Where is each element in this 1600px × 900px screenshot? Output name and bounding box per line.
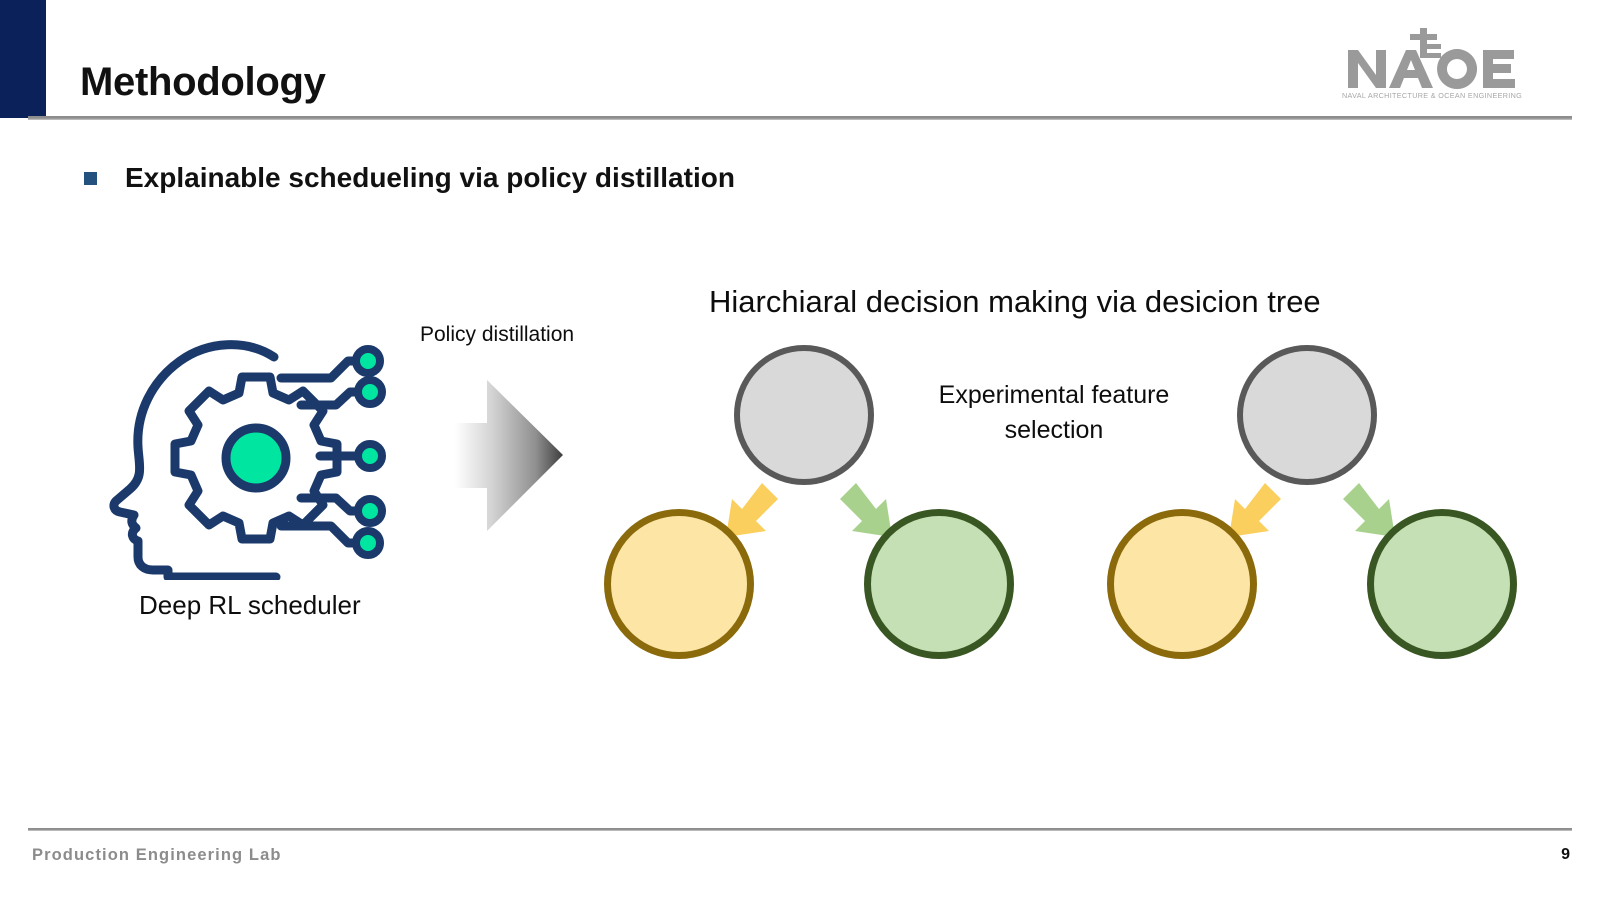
page-title: Methodology bbox=[80, 60, 326, 104]
logo-subtitle: NAVAL ARCHITECTURE & OCEAN ENGINEERING bbox=[1342, 91, 1523, 100]
yes-branch-arrow bbox=[726, 483, 778, 537]
no-node[interactable] bbox=[864, 509, 1014, 659]
feature-selection-label: Experimental feature selection bbox=[938, 381, 1170, 444]
no-branch-arrow bbox=[840, 483, 892, 537]
header-accent-bar bbox=[0, 0, 46, 118]
ai-brain-gear-icon bbox=[96, 325, 386, 585]
yes-branch-arrow bbox=[1229, 483, 1281, 537]
footer-divider bbox=[28, 828, 1572, 831]
block-arrow-svg bbox=[455, 380, 563, 531]
policy-distillation-label: Policy distillation bbox=[420, 323, 575, 346]
policy-distillation-arrow bbox=[455, 378, 565, 538]
tree-title-label: Hiarchiaral decision making via desicion… bbox=[709, 284, 1321, 319]
footer-lab-name: Production Engineering Lab bbox=[32, 846, 282, 864]
no-node[interactable] bbox=[1367, 509, 1517, 659]
naoe-logo: NAVAL ARCHITECTURE & OCEAN ENGINEERING bbox=[1342, 28, 1522, 100]
root-node[interactable] bbox=[734, 345, 874, 485]
deep-rl-scheduler-label: Deep RL scheduler bbox=[139, 590, 361, 620]
ai-brain-gear-svg bbox=[109, 340, 386, 582]
naoe-logo-mark bbox=[1348, 28, 1515, 89]
header-divider bbox=[28, 116, 1572, 120]
root-node[interactable] bbox=[1237, 345, 1377, 485]
yes-node[interactable] bbox=[604, 509, 754, 659]
bullet-text: Explainable schedueling via policy disti… bbox=[125, 162, 735, 193]
page-number: 9 bbox=[1561, 846, 1570, 863]
no-branch-arrow bbox=[1343, 483, 1395, 537]
yes-node[interactable] bbox=[1107, 509, 1257, 659]
bullet-marker-icon bbox=[84, 171, 97, 185]
bullet-row: Explainable schedueling via policy disti… bbox=[84, 162, 735, 194]
